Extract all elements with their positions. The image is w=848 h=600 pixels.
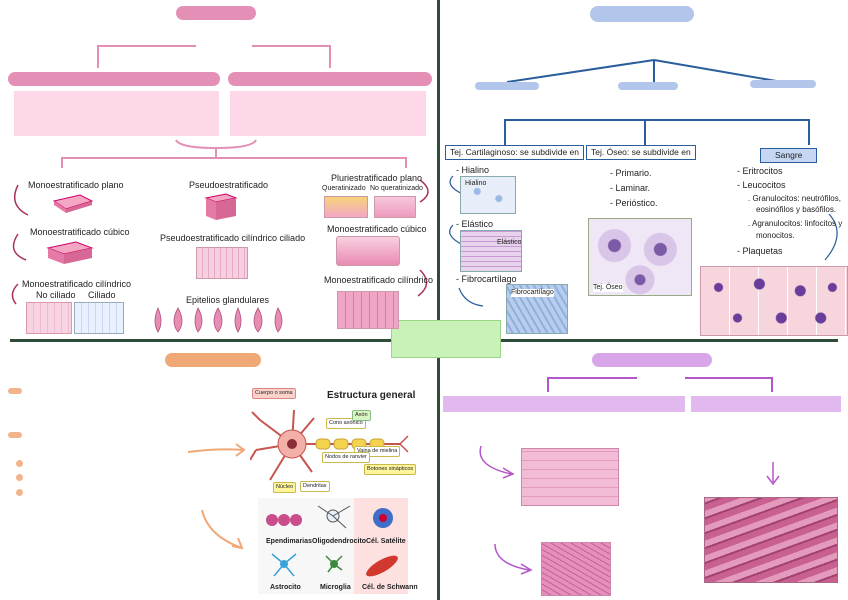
chip-cuerpo: Cuerpo o soma <box>252 388 296 399</box>
label-pluri-cilindrico: Monoestratificado cilíndrico <box>324 275 434 285</box>
sangre-item-plaquetas: - Plaquetas <box>737 246 783 256</box>
elastico-image: Elástico <box>460 230 522 272</box>
cart-item-fibro: - Fibrocartílago <box>456 274 517 284</box>
chip-axon: Axón <box>352 410 371 421</box>
glia-label-schwann: Cél. de Schwann <box>362 584 418 591</box>
hialino-image-label: Hialino <box>465 180 487 187</box>
chip-cono: Cono axónico <box>326 418 366 429</box>
center-box <box>391 320 501 358</box>
mono-cubico-image <box>46 240 94 266</box>
cart-item-hialino: - Hialino <box>456 165 490 175</box>
muscle-image-1 <box>521 448 619 506</box>
neuron-drawing <box>250 409 409 481</box>
chip-botones: Botones sinápticos <box>364 464 417 475</box>
glia-label-satelite: Cél. Satélite <box>366 538 406 545</box>
label-mono-cubico: Monoestratificado cúbico <box>30 227 130 237</box>
oseo-box: Tej. Óseo: se subdivide en <box>586 145 696 160</box>
muscle-image-2 <box>541 542 611 596</box>
glia-label-ependimarias: Ependimarias <box>266 538 312 545</box>
epithelium-box-right <box>230 91 426 136</box>
glia-label-microglia: Microglia <box>320 584 351 591</box>
cart-item-elastico: - Elástico <box>456 219 494 229</box>
label-mono-cilindrico: Monoestratificado cilíndrico <box>22 279 132 289</box>
connective-connectors <box>449 59 838 307</box>
label-glandulares: Epitelios glandulares <box>186 295 270 305</box>
epithelium-box-left <box>14 91 219 136</box>
fibro-image-label: Fibrocartílago <box>511 289 554 297</box>
glia-label-astrocito: Astrocito <box>270 584 301 591</box>
label-queratinizado: Queratinizado <box>322 185 366 192</box>
nervous-bullet-1 <box>8 388 22 394</box>
oseo-item-periostico: - Perióstico. <box>610 198 658 208</box>
nervous-title-pill <box>165 353 261 367</box>
muscle-bar-right <box>691 396 841 412</box>
connective-branch-pill-3 <box>750 80 816 88</box>
sangre-item-eritrocitos: - Eritrocitos <box>737 166 783 176</box>
fibro-image: Fibrocartílago <box>506 284 568 334</box>
sangre-item-agranulocitos: . Agranulocitos: linfocitos y <box>748 219 843 228</box>
sangre-item-granulocitos: . Granulocitos: neutrófilos, <box>748 194 841 203</box>
connective-title-pill <box>590 6 694 22</box>
epithelium-title-pill <box>176 6 256 20</box>
elastico-image-label: Elástico <box>497 239 522 246</box>
oseo-item-primario: - Primario. <box>610 168 652 178</box>
no-queratinizado-image <box>374 196 416 218</box>
pseudo-image <box>204 192 238 222</box>
pseudo-cilindrico-image <box>196 247 248 279</box>
queratinizado-image <box>324 196 368 218</box>
connective-branch-pill-2 <box>618 82 678 90</box>
chip-nucleo: Núcleo <box>273 482 297 493</box>
glia-label-oligodendrocito: Oligodendrocito <box>312 538 367 545</box>
sangre-box: Sangre <box>760 148 818 163</box>
label-no-ciliado: No ciliado <box>36 290 76 300</box>
mono-plano-image <box>50 193 94 215</box>
oseo-image: Tej. Óseo <box>588 218 692 296</box>
epithelium-branch-pill-left <box>8 72 220 86</box>
connective-branch-pill-1 <box>475 82 539 90</box>
nervous-dot-3 <box>16 489 23 496</box>
muscle-image-3 <box>704 497 838 583</box>
oseo-image-label: Tej. Óseo <box>593 284 623 292</box>
epithelium-branch-pill-right <box>228 72 432 86</box>
label-mono-plano: Monoestratificado plano <box>28 180 124 190</box>
muscle-title-pill <box>592 353 712 367</box>
glandular-images <box>154 306 283 333</box>
label-ciliado: Ciliado <box>88 290 116 300</box>
neuron-title: Estructura general <box>327 390 416 401</box>
muscle-bar-left <box>443 396 685 412</box>
nervous-dot-2 <box>16 474 23 481</box>
chip-dendritas: Dendritas <box>300 481 330 492</box>
label-pseudo-cilindrico: Pseudoestratificado cilíndrico ciliado <box>160 233 306 243</box>
label-pseudo: Pseudoestratificado <box>189 180 269 190</box>
pluri-cubico-image <box>336 236 400 266</box>
pluri-cilindrico-image <box>337 291 399 329</box>
chip-nodos: Nodos de ranvier <box>322 452 370 463</box>
blood-cells-image <box>700 266 848 336</box>
label-pluri-cubico: Monoestratificado cúbico <box>327 224 427 234</box>
vertical-divider <box>437 0 440 600</box>
hialino-image: Hialino <box>460 176 516 214</box>
label-no-queratinizado: No queratinizado <box>370 185 423 192</box>
label-pluri-plano: Pluriestratificado plano <box>331 173 423 183</box>
nervous-arrows <box>187 443 246 550</box>
nervous-bullet-2 <box>8 432 22 438</box>
no-ciliado-image <box>26 302 72 334</box>
oseo-item-laminar: - Laminar. <box>610 183 651 193</box>
muscle-connectors <box>479 377 780 575</box>
chip-vaina: Vaina de mielina <box>354 446 401 457</box>
nervous-dot-1 <box>16 460 23 467</box>
sangre-item-granulocitos-2: eosinófilos y basófilos. <box>756 205 837 214</box>
sangre-item-leucocitos: - Leucocitos <box>737 180 786 190</box>
ciliado-image <box>74 302 124 334</box>
glia-drawings <box>266 505 398 577</box>
cartilaginoso-box: Tej. Cartilaginoso: se subdivide en <box>445 145 584 160</box>
sangre-item-agranulocitos-2: monocitos. <box>756 231 795 240</box>
epithelium-connectors <box>11 45 429 305</box>
